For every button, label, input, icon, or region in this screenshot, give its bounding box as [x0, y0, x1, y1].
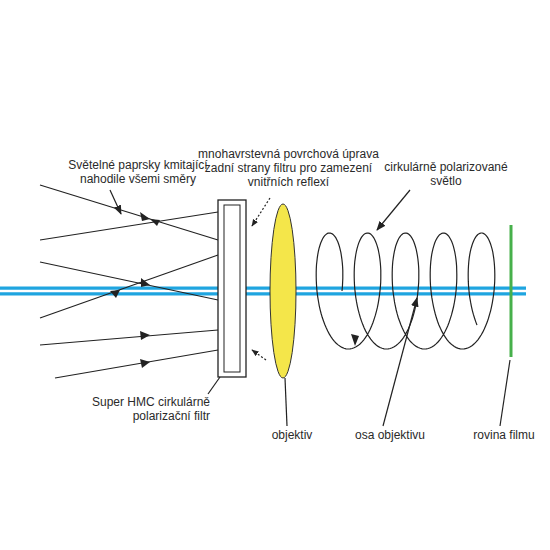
light-rays [40, 185, 218, 378]
label: objektiv [262, 428, 322, 442]
label: Světelné paprsky kmitající nahodile všem… [48, 158, 228, 186]
label: Super HMC cirkulárně polarizační filtr [50, 395, 210, 423]
label: cirkulárně polarizované světlo [384, 160, 508, 188]
lens [270, 204, 296, 378]
axis-outer [0, 287, 526, 296]
label: mnohavrstevná povrchová úprava zadní str… [196, 147, 381, 189]
helix-arrowhead [351, 334, 359, 346]
label: rovina filmu [462, 428, 546, 442]
film-plane [510, 225, 513, 357]
leaders [110, 190, 510, 426]
ray-arrowheads [110, 212, 160, 368]
axis-gap [0, 290, 526, 293]
filter [218, 200, 246, 377]
helix [316, 233, 495, 349]
label: osa objektivu [345, 428, 435, 442]
filter-inner [224, 205, 240, 372]
